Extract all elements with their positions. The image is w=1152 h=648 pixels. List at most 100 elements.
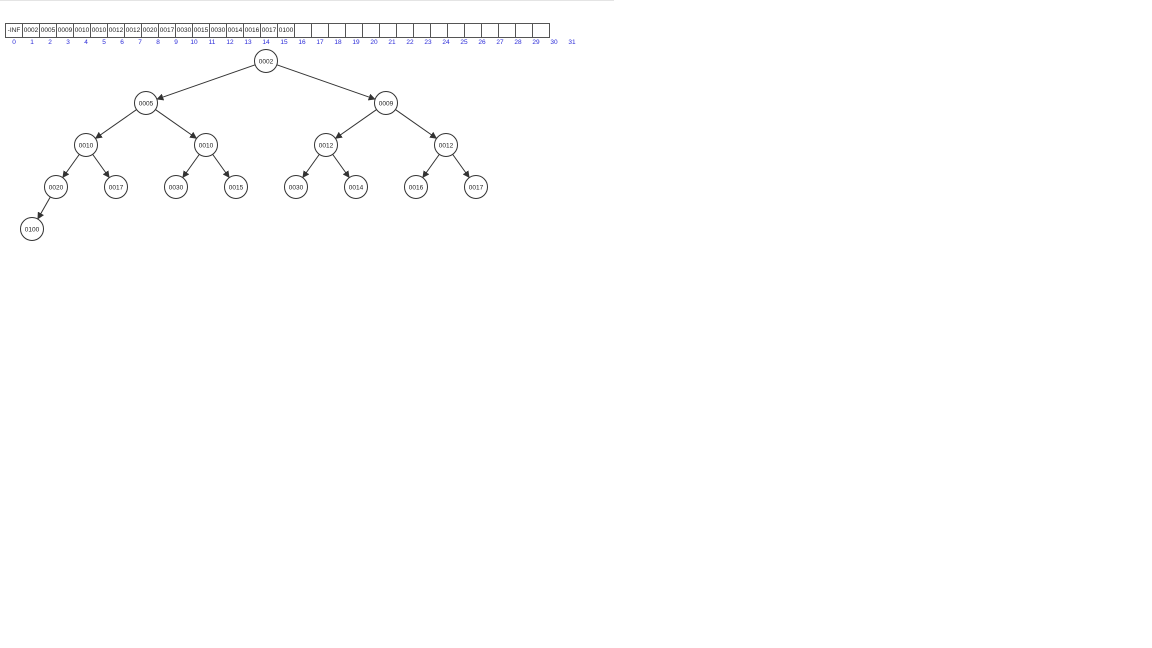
tree-node: 0017 (464, 175, 488, 199)
tree-node-circle (374, 91, 398, 115)
tree-node-circle (254, 49, 278, 73)
array-index-label: 0 (12, 39, 16, 46)
tree-edge-arrow (452, 154, 470, 179)
tree-node-circle (74, 133, 98, 157)
tree-node-label: 0009 (379, 100, 394, 107)
tree-node: 0012 (314, 133, 338, 157)
tree-node-label: 0014 (349, 184, 364, 191)
tree-node-label: 0010 (79, 142, 94, 149)
array-cell: 0010 (73, 23, 91, 38)
tree-node-circle (344, 175, 368, 199)
tree-node-circle (134, 91, 158, 115)
tree-node-label: 0030 (169, 184, 184, 191)
tree-node: 0010 (74, 133, 98, 157)
tree-node-label: 0017 (469, 184, 484, 191)
array-index-label: 28 (514, 39, 522, 46)
tree-node: 0015 (224, 175, 248, 199)
array-index-label: 7 (138, 39, 142, 46)
array-index-label: 4 (84, 39, 88, 46)
array-index-label: 30 (550, 39, 558, 46)
tree-node: 0014 (344, 175, 368, 199)
tree-node-circle (464, 175, 488, 199)
array-index-label: 17 (316, 39, 324, 46)
tree-node-circle (194, 133, 218, 157)
array-index-label: 14 (262, 39, 270, 46)
tree-node: 0002 (254, 49, 278, 73)
array-index-label: 8 (156, 39, 160, 46)
tree-node-circle (104, 175, 128, 199)
tree-edge-arrow (95, 109, 137, 139)
array-cell: 0010 (90, 23, 108, 38)
tree-node-label: 0012 (439, 142, 454, 149)
tree-node: 0016 (404, 175, 428, 199)
tree-node: 0030 (164, 175, 188, 199)
array-index-label: 5 (102, 39, 106, 46)
array-cell (532, 23, 550, 38)
tree-node: 0009 (374, 91, 398, 115)
tree-edge-arrow (156, 64, 256, 101)
array-index-label: 29 (532, 39, 540, 46)
array-cell: 0100 (277, 23, 295, 38)
tree-node-label: 0016 (409, 184, 424, 191)
array-index-label: 1 (30, 39, 34, 46)
array-index-label: 13 (244, 39, 252, 46)
tree-node: 0017 (104, 175, 128, 199)
array-index-label: 9 (174, 39, 178, 46)
tree-node-label: 0015 (229, 184, 244, 191)
array-index-label: 6 (120, 39, 124, 46)
array-index-label: 19 (352, 39, 360, 46)
array-index-label: 26 (478, 39, 486, 46)
array-index-label: 2 (48, 39, 52, 46)
tree-node-label: 0002 (259, 58, 274, 65)
tree-node-circle (44, 175, 68, 199)
array-index-label: 21 (388, 39, 396, 46)
tree-edge-arrow (276, 64, 376, 101)
tree-edge-arrow (62, 154, 80, 179)
array-index-label: 11 (208, 39, 216, 46)
array-index-label: 27 (496, 39, 504, 46)
array-index-label: 15 (280, 39, 288, 46)
tree-node-label: 0005 (139, 100, 154, 107)
array-index-label: 16 (298, 39, 306, 46)
array-index-label: 3 (66, 39, 70, 46)
tree-edge-arrow (335, 109, 377, 139)
tree-edge-arrow (302, 154, 320, 179)
tree-node-label: 0017 (109, 184, 124, 191)
array-index-label: 20 (370, 39, 378, 46)
tree-node-label: 0010 (199, 142, 214, 149)
array-index-label: 12 (226, 39, 234, 46)
tree-edge-arrow (422, 154, 440, 179)
tree-node-label: 0100 (25, 226, 40, 233)
tree-node-circle (404, 175, 428, 199)
array-index-label: 10 (190, 39, 198, 46)
tree-node: 0012 (434, 133, 458, 157)
tree-node: 0020 (44, 175, 68, 199)
tree-node-label: 0030 (289, 184, 304, 191)
tree-node: 0005 (134, 91, 158, 115)
array-index-label: 25 (460, 39, 468, 46)
tree-node-circle (20, 217, 44, 241)
tree-node-circle (314, 133, 338, 157)
array-index-label: 18 (334, 39, 342, 46)
tree-node-circle (284, 175, 308, 199)
array-index-label: 22 (406, 39, 414, 46)
tree-node-circle (164, 175, 188, 199)
tree-edge-arrow (395, 109, 437, 139)
tree-node-circle (434, 133, 458, 157)
tree-edges (37, 64, 470, 220)
tree-node: 0010 (194, 133, 218, 157)
array-index-label: 24 (442, 39, 450, 46)
tree-node: 0030 (284, 175, 308, 199)
array-index-label: 31 (568, 39, 576, 46)
tree-edge-arrow (155, 109, 197, 139)
tree-node-label: 0020 (49, 184, 64, 191)
tree-nodes: 0002 0005 0009 0010 0010 0012 0012 0020 0017 0030… (20, 49, 488, 241)
tree-edge-arrow (92, 154, 110, 179)
tree-edge-arrow (182, 154, 200, 179)
tree-node-label: 0012 (319, 142, 334, 149)
top-divider (0, 0, 614, 1)
array-index-label: 23 (424, 39, 432, 46)
